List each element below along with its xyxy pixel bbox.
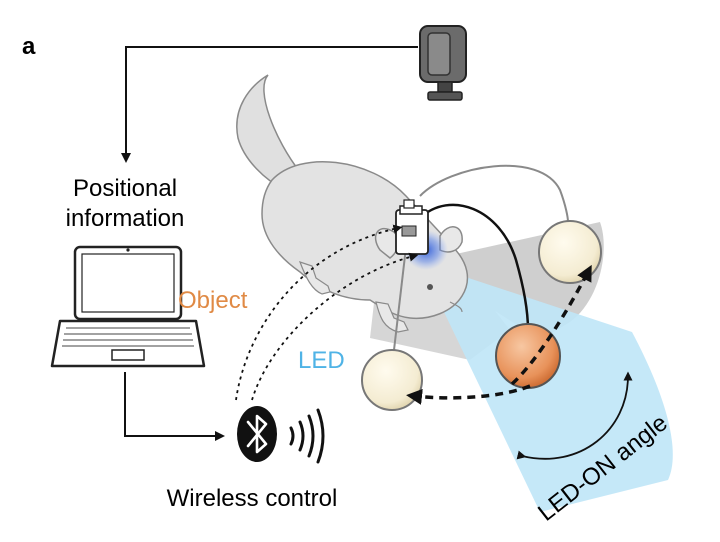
rat-forepaw bbox=[375, 301, 409, 333]
laptop-icon bbox=[50, 245, 206, 368]
wireless-signal-icon bbox=[289, 408, 325, 464]
rat-nose bbox=[449, 301, 463, 313]
neutral-object-top bbox=[538, 220, 602, 284]
led-on-angle-arc bbox=[516, 371, 633, 460]
computer-to-wireless-arrow bbox=[124, 372, 225, 441]
object-to-left-dashed-arrow bbox=[406, 384, 531, 405]
panel-label: a bbox=[22, 33, 36, 60]
positional-information-label-line1: Positional bbox=[73, 175, 177, 202]
rat-eye bbox=[427, 284, 433, 290]
wireless-implant-device bbox=[395, 199, 429, 255]
top-sphere-arc bbox=[419, 164, 569, 223]
led-signal-dotted-line bbox=[251, 252, 419, 401]
neutral-object-left bbox=[361, 349, 423, 411]
positional-information-label-line2: information bbox=[66, 205, 185, 232]
rat bbox=[261, 161, 469, 333]
bluetooth-icon bbox=[237, 406, 277, 462]
rat-tail bbox=[236, 74, 301, 191]
camera-icon bbox=[419, 25, 467, 101]
object-label: Object bbox=[178, 287, 248, 314]
camera-to-computer-arrow bbox=[121, 46, 418, 163]
wireless-control-label: Wireless control bbox=[167, 485, 338, 512]
implant-to-object-line bbox=[419, 203, 530, 331]
led-label: LED bbox=[298, 347, 345, 374]
rat-hindpaw bbox=[298, 261, 331, 295]
